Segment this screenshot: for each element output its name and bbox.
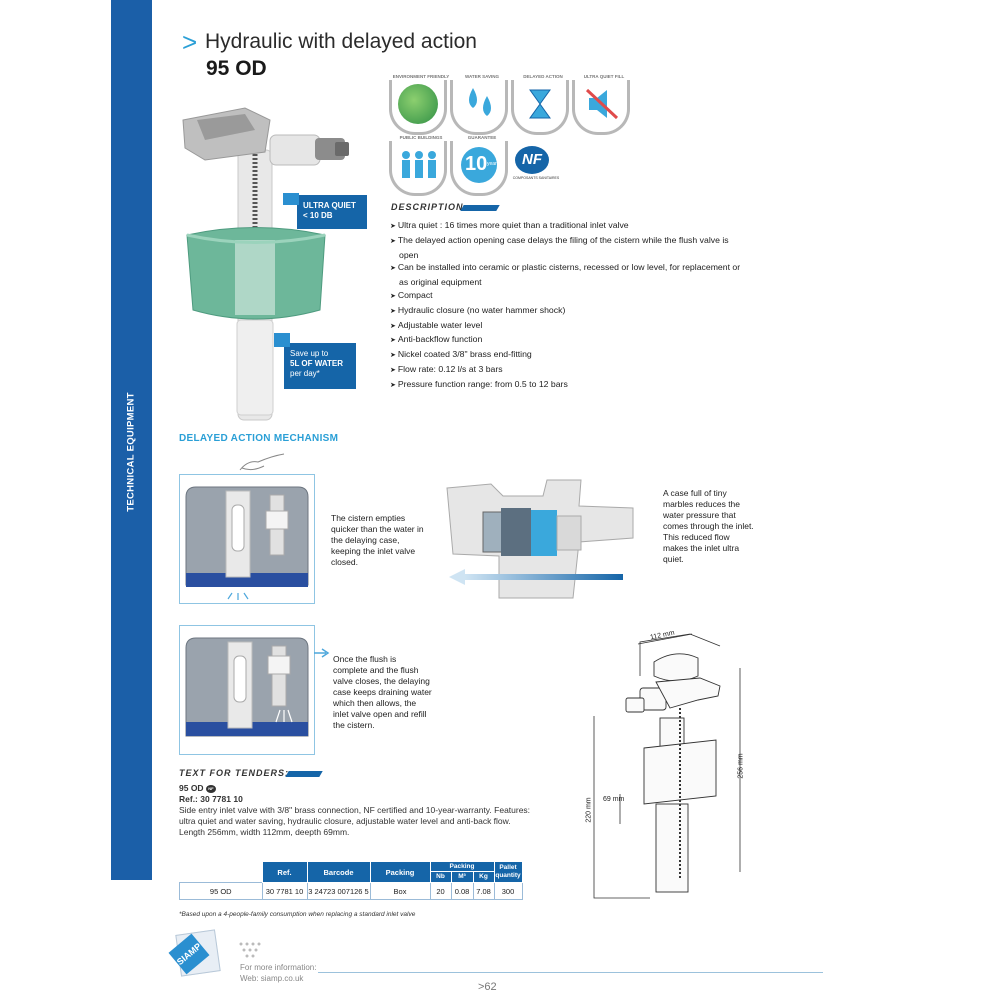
table-cell: 0.08: [450, 882, 474, 900]
model-name: 95 OD: [206, 57, 267, 80]
water-saving-badge: WATER SAVING: [450, 74, 508, 135]
public-buildings-badge: PUBLIC BUILDINGS: [389, 135, 447, 196]
description-heading: DESCRIPTION: [391, 202, 464, 212]
mute-speaker-icon: [585, 88, 619, 120]
inlet-valve-image: [182, 107, 349, 421]
table-header: Ref.: [261, 861, 308, 883]
offset-dimension: 69 mm: [603, 796, 625, 803]
list-item: Compact: [390, 289, 750, 304]
badge-label: PUBLIC BUILDINGS: [399, 135, 443, 140]
title-chevron: >: [182, 27, 198, 57]
delayed-action-badge: DELAYED ACTION: [511, 74, 569, 135]
dots-decoration-icon: [239, 942, 261, 958]
table-header: Pallet quantity: [493, 861, 523, 883]
sidebar-label: TECHNICAL EQUIPMENT: [125, 392, 137, 512]
table-header: Kg: [472, 870, 495, 884]
sidebar-band: [111, 0, 152, 880]
mechanism-caption-3: Once the flush is complete and the flush…: [333, 654, 432, 730]
ultra-quiet-callout: ULTRA QUIET < 10 DB: [283, 193, 367, 229]
water-drops-icon: [469, 88, 491, 116]
nf-certification-badge: NF COMPOSANTS SANITAIRES: [511, 146, 559, 184]
page-title: Hydraulic with delayed action: [205, 30, 477, 53]
tender-heading: TEXT FOR TENDERS:: [179, 768, 290, 778]
table-header: M³: [450, 870, 474, 884]
table-header: Packing: [369, 861, 431, 883]
water-inlet-arrow-icon: [314, 648, 330, 658]
table-header: Nb: [429, 870, 452, 884]
list-item: Adjustable water level: [390, 319, 750, 334]
callout-quiet-line2: < 10 DB: [303, 211, 333, 220]
cistern-emptying-illustration: [179, 474, 315, 604]
save-water-callout: Save up to 5L OF WATER per day*: [274, 333, 356, 389]
badge-label: ENVIRONMENT FRIENDLY: [392, 74, 450, 79]
callout-save-line1: Save up to: [290, 349, 329, 358]
list-item: Flow rate: 0.12 l/s at 3 bars: [390, 363, 750, 378]
list-item: The delayed action opening case delays t…: [390, 234, 750, 262]
list-item: Anti-backflow function: [390, 333, 750, 348]
hand-press-icon: [239, 453, 285, 471]
mechanism-title: DELAYED ACTION MECHANISM: [179, 433, 339, 444]
mechanism-caption-2: A case full of tiny marbles reduces the …: [663, 488, 754, 564]
footer-info-label: For more information:: [240, 963, 317, 972]
guarantee-unit: years: [487, 161, 500, 167]
footer-divider: [318, 972, 823, 973]
table-row: 95 OD 30 7781 10 3 24723 007126 5 Box 20…: [179, 882, 523, 900]
people-icon: [402, 151, 436, 178]
nf-certification-icon: NF: [515, 146, 549, 174]
page-number: >62: [478, 981, 497, 993]
min-height-dimension: 220 mm: [585, 797, 593, 823]
nf-mark-icon: NF: [205, 784, 216, 793]
delaying-case-closeup: [446, 479, 634, 599]
ultra-quiet-fill-badge: ULTRA QUIET FILL: [572, 74, 630, 135]
table-cell: 95 OD: [179, 882, 263, 900]
list-item: Can be installed into ceramic or plastic…: [390, 261, 750, 289]
cistern-refill-illustration: [179, 625, 330, 755]
badge-label: GUARANTEE: [467, 135, 497, 140]
nf-subtitle: COMPOSANTS SANITAIRES: [512, 176, 560, 180]
mechanism-caption-1: The cistern empties quicker than the wat…: [331, 513, 424, 567]
badge-label: WATER SAVING: [464, 74, 500, 79]
table-cell: 3 24723 007126 5: [306, 882, 371, 900]
tender-ref-block: 95 OD NF Ref.: 30 7781 10: [179, 783, 243, 805]
footnote: *Based upon a 4-people-family consumptio…: [179, 911, 416, 918]
product-table: Ref. Barcode Packing Packing Pallet quan…: [179, 861, 523, 900]
list-item: Nickel coated 3/8" brass end-fitting: [390, 348, 750, 363]
tender-text: Side entry inlet valve with 3/8" brass c…: [179, 805, 531, 837]
table-cell: 7.08: [472, 882, 495, 900]
table-cell: Box: [369, 882, 431, 900]
tender-ref: Ref.: 30 7781 10: [179, 794, 243, 804]
footer-web-link[interactable]: Web: siamp.co.uk: [240, 974, 304, 983]
hourglass-icon: [529, 89, 551, 119]
tender-model: 95 OD: [179, 783, 204, 793]
table-header: Barcode: [306, 861, 371, 883]
globe-icon: [398, 84, 438, 124]
environment-friendly-badge: ENVIRONMENT FRIENDLY: [389, 74, 449, 135]
dimension-drawing: [593, 633, 741, 899]
list-item: Ultra quiet : 16 times more quiet than a…: [390, 219, 750, 234]
siamp-logo: SIAMP: [168, 926, 222, 978]
badge-label: DELAYED ACTION: [523, 74, 563, 79]
list-item: Pressure function range: from 0.5 to 12 …: [390, 378, 750, 393]
description-bar: [460, 205, 500, 211]
table-cell: 30 7781 10: [261, 882, 308, 900]
ten-years-icon: 10 years: [461, 147, 500, 183]
description-list: Ultra quiet : 16 times more quiet than a…: [390, 219, 750, 393]
tender-bar: [285, 771, 323, 777]
callout-save-line2: 5L OF WATER: [290, 359, 344, 368]
callout-quiet-line1: ULTRA QUIET: [303, 201, 356, 210]
guarantee-badge: GUARANTEE 10 years: [450, 135, 508, 196]
table-header: Packing: [429, 861, 495, 872]
table-cell: 300: [493, 882, 523, 900]
badge-label: ULTRA QUIET FILL: [583, 74, 625, 79]
list-item: Hydraulic closure (no water hammer shock…: [390, 304, 750, 319]
footer-info: For more information: Web: siamp.co.uk: [240, 962, 316, 984]
height-dimension: 256 mm: [737, 753, 745, 779]
callout-save-line3: per day*: [290, 369, 320, 378]
table-cell: 20: [429, 882, 452, 900]
guarantee-number: 10: [465, 153, 488, 175]
